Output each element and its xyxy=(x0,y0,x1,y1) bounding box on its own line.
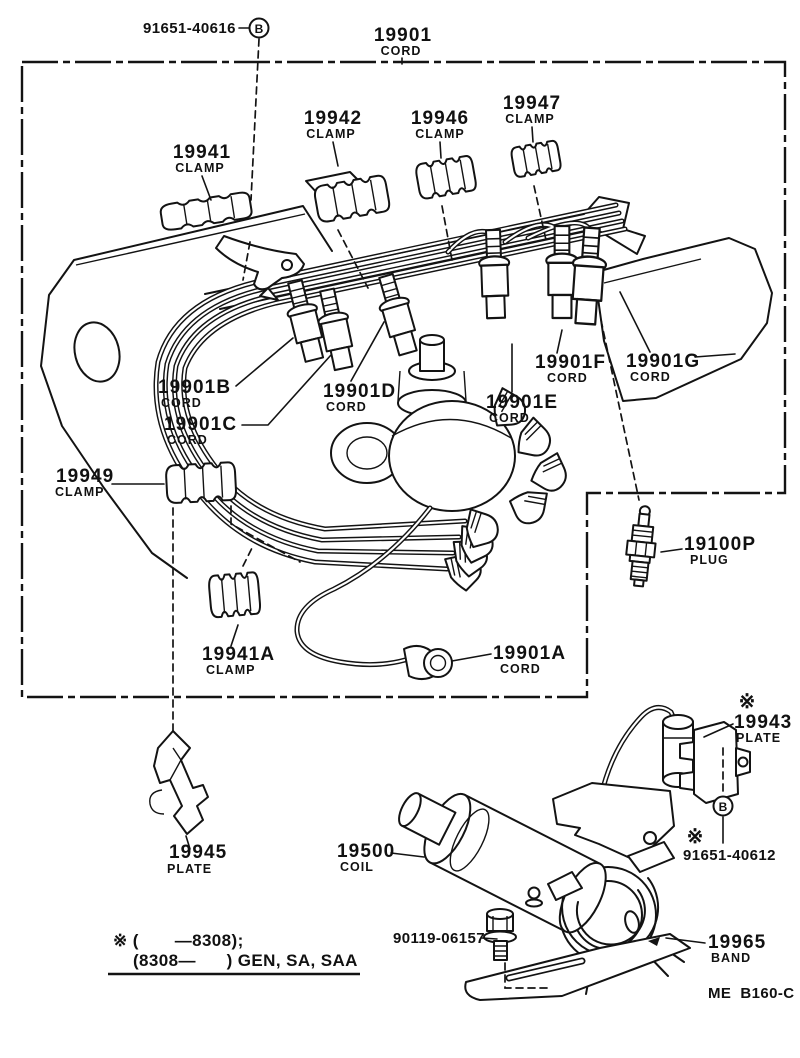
label-19945-name: PLATE xyxy=(167,862,212,876)
clamp-19947 xyxy=(509,138,563,179)
label-19943-name: PLATE xyxy=(736,731,781,745)
label-19965-name: BAND xyxy=(711,951,751,965)
label-coil-bolt: 90119-06157 xyxy=(393,930,485,947)
label-19901-name: CORD xyxy=(381,44,422,58)
coil-cord xyxy=(297,508,453,680)
label-19941a-name: CLAMP xyxy=(206,663,255,677)
marker-b-right-label: B xyxy=(719,800,728,814)
ref-mark-19943: ※ xyxy=(739,691,756,713)
label-19965-number: 19965 xyxy=(708,932,766,953)
label-19901g-number: 19901G xyxy=(626,351,700,372)
label-19100p-number: 19100P xyxy=(684,534,756,555)
distributor xyxy=(330,334,572,595)
footnote-line1: ※ ( —8308); xyxy=(113,931,244,950)
part-labels: 91651-40616 19901 CORD 19941 CLAMP 19942… xyxy=(55,20,795,1002)
label-19947-number: 19947 xyxy=(503,93,561,114)
label-19943-number: 19943 xyxy=(734,712,792,733)
marker-b-top-label: B xyxy=(255,22,264,36)
label-19941-name: CLAMP xyxy=(175,161,224,175)
label-19500-number: 19500 xyxy=(337,841,395,862)
label-19901f-number: 19901F xyxy=(535,352,606,373)
clamp-19942 xyxy=(305,171,392,225)
label-19947-name: CLAMP xyxy=(505,112,554,126)
label-19901d-name: CORD xyxy=(326,400,367,414)
footnote-line2: (8308— ) GEN, SA, SAA xyxy=(133,951,358,970)
leader-lines xyxy=(111,27,736,944)
ignition-coil-assembly xyxy=(398,782,691,1001)
label-19901f-name: CORD xyxy=(547,371,588,385)
label-19941-number: 19941 xyxy=(173,142,231,163)
label-19100p-name: PLUG xyxy=(690,553,729,567)
ref-mark-40612: ※ xyxy=(687,826,704,848)
label-19500-name: COIL xyxy=(340,860,374,874)
clamp-19946 xyxy=(413,153,479,201)
label-19946-name: CLAMP xyxy=(415,127,464,141)
label-19901d-number: 19901D xyxy=(323,381,396,402)
drawing-code: ME B160-C xyxy=(708,985,795,1002)
label-19901c-name: CORD xyxy=(167,433,208,447)
coil-mount-bolt xyxy=(483,908,517,961)
label-19941a-number: 19941A xyxy=(202,644,275,665)
clamp-19941a xyxy=(206,570,263,620)
marker-b-top: B xyxy=(248,17,270,39)
clamp-19941 xyxy=(158,189,305,301)
label-19946-number: 19946 xyxy=(411,108,469,129)
label-19942-name: CLAMP xyxy=(306,127,355,141)
label-19901b-number: 19901B xyxy=(158,377,231,398)
label-fastener-top: 91651-40616 xyxy=(143,20,236,37)
label-fastener-right: 91651-40612 xyxy=(683,847,776,864)
label-19901a-number: 19901A xyxy=(493,643,566,664)
label-19901e-name: CORD xyxy=(489,411,530,425)
label-19945-number: 19945 xyxy=(169,842,227,863)
label-19901e-number: 19901E xyxy=(486,392,558,413)
cylinder-head-block xyxy=(596,237,773,402)
label-19901a-name: CORD xyxy=(500,662,541,676)
assembly-boundary xyxy=(20,60,787,699)
label-19949-number: 19949 xyxy=(56,466,114,487)
label-19901c-number: 19901C xyxy=(164,414,237,435)
label-19901g-name: CORD xyxy=(630,370,671,384)
marker-b-right: B xyxy=(712,795,734,817)
noise-filter-plate xyxy=(601,708,751,804)
label-19901b-name: CORD xyxy=(161,396,202,410)
label-19901-number: 19901 xyxy=(374,25,432,46)
label-19942-number: 19942 xyxy=(304,108,362,129)
label-19949-name: CLAMP xyxy=(55,485,104,499)
clamp-19949 xyxy=(164,460,238,505)
spark-plug xyxy=(625,505,657,588)
bracket-plate-19945 xyxy=(149,730,209,835)
dashed-lines xyxy=(172,38,724,989)
